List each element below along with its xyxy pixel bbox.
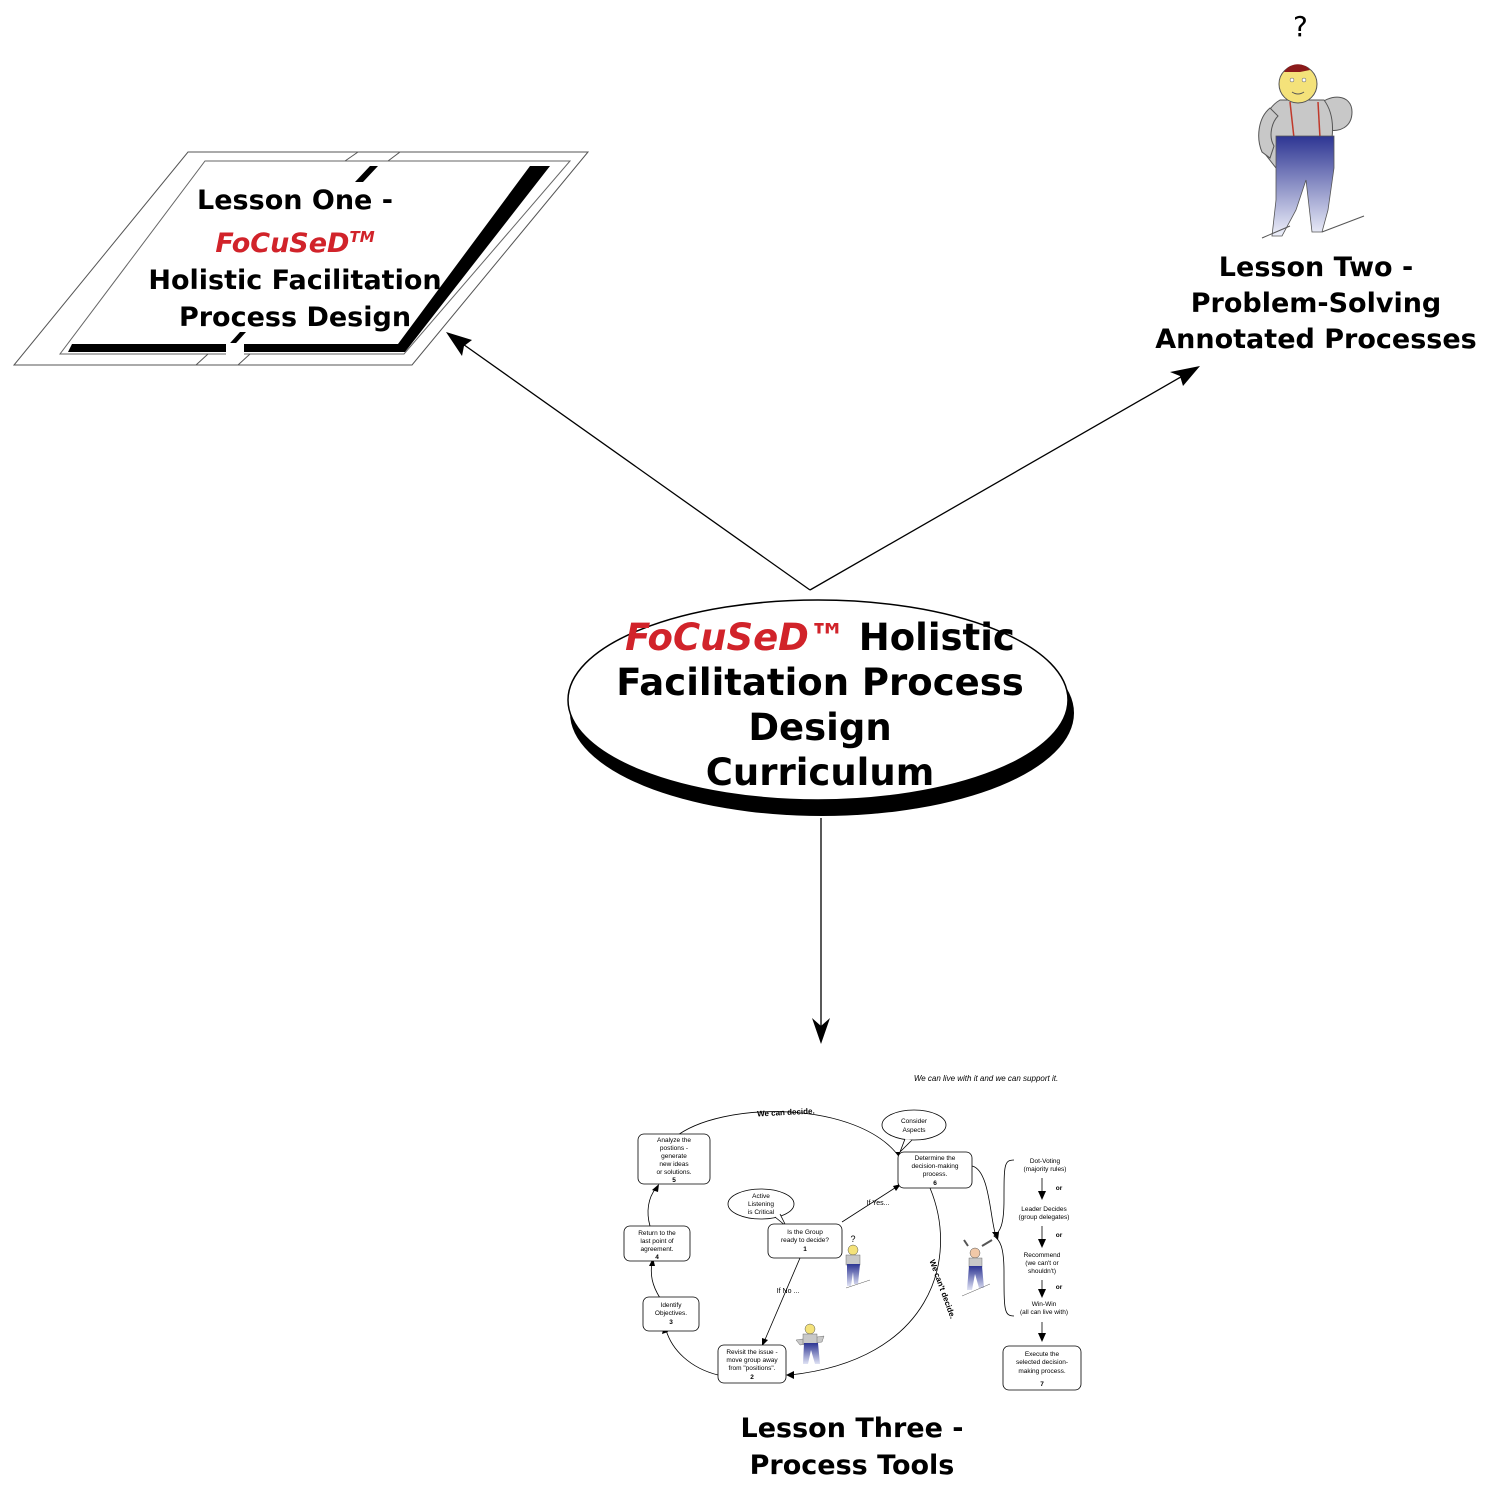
small-thinking-figure: ? bbox=[845, 1234, 871, 1289]
label-we-cant-decide: We can't decide. bbox=[927, 1258, 957, 1320]
active-listening-bubble: Active Listening is Critical bbox=[727, 1188, 795, 1227]
small-cheering-figure bbox=[961, 1239, 993, 1297]
lesson-two-line3: Annotated Processes bbox=[1155, 324, 1477, 355]
center-title-line2: Facilitation Process bbox=[616, 661, 1024, 704]
svg-text:postions -: postions - bbox=[660, 1145, 688, 1152]
label-if-no: If No ... bbox=[777, 1288, 800, 1295]
svg-text:or: or bbox=[1056, 1232, 1063, 1239]
svg-text:Is the Group: Is the Group bbox=[787, 1229, 823, 1236]
lesson-three-line2: Process Tools bbox=[749, 1450, 955, 1481]
center-ellipse bbox=[567, 599, 1074, 816]
center-line1-rest: Holistic bbox=[845, 616, 1015, 659]
svg-text:or: or bbox=[1056, 1185, 1063, 1192]
svg-text:Objectives.: Objectives. bbox=[655, 1310, 687, 1317]
step-5-box: Analyze the postions - generate new idea… bbox=[637, 1133, 711, 1185]
svg-text:(we can't or: (we can't or bbox=[1025, 1260, 1059, 1267]
label-we-can-decide: We can decide. bbox=[757, 1107, 815, 1119]
svg-text:ready to decide?: ready to decide? bbox=[781, 1237, 829, 1244]
svg-text:Determine the: Determine the bbox=[915, 1155, 956, 1162]
lesson-one-line4: Process Design bbox=[178, 302, 412, 333]
svg-text:Return to the: Return to the bbox=[638, 1230, 676, 1237]
step-3-box: Identify Objectives. 3 bbox=[642, 1296, 700, 1332]
svg-text:Consider: Consider bbox=[901, 1118, 928, 1125]
center-title-line1: FoCuSeD™ Holistic bbox=[570, 615, 1070, 660]
svg-text:Aspects: Aspects bbox=[902, 1127, 926, 1134]
lesson-two-question-mark: ? bbox=[1293, 10, 1308, 43]
center-title-line3: Design bbox=[748, 706, 892, 749]
consider-aspects-bubble: Consider Aspects bbox=[881, 1109, 947, 1153]
center-title-line4: Curriculum bbox=[705, 751, 935, 794]
lesson-one-brand-line: FoCuSeDTM bbox=[140, 219, 450, 262]
step-7-box: Execute the selected decision- making pr… bbox=[1002, 1345, 1082, 1391]
options-brace bbox=[993, 1159, 1015, 1317]
svg-text:shouldn't): shouldn't) bbox=[1028, 1268, 1056, 1275]
arrow-to-lesson-one bbox=[446, 332, 811, 591]
label-if-yes: If Yes... bbox=[867, 1200, 890, 1207]
svg-text:Win-Win: Win-Win bbox=[1032, 1301, 1057, 1308]
svg-text:Identify: Identify bbox=[661, 1302, 683, 1309]
lesson-one-brand: FoCuSeD bbox=[215, 228, 350, 259]
lesson-two-title: Lesson Two - Problem-Solving Annotated P… bbox=[1140, 250, 1492, 358]
svg-text:last point of: last point of bbox=[640, 1238, 673, 1245]
svg-text:6: 6 bbox=[933, 1180, 937, 1187]
svg-text:generate: generate bbox=[661, 1153, 687, 1160]
arc-we-can-decide bbox=[673, 1111, 901, 1159]
svg-text:process.: process. bbox=[923, 1171, 948, 1178]
lesson-one-tm: TM bbox=[349, 228, 375, 246]
thinking-man-figure bbox=[1258, 64, 1365, 239]
arc-we-cant-decide bbox=[789, 1187, 941, 1376]
svg-text:new ideas: new ideas bbox=[659, 1161, 689, 1168]
svg-text:1: 1 bbox=[803, 1246, 807, 1253]
lesson-two-line1: Lesson Two - bbox=[1218, 252, 1414, 283]
svg-text:decision-making: decision-making bbox=[912, 1163, 959, 1170]
decision-options: Dot-Voting (majority rules) or Leader De… bbox=[1019, 1158, 1070, 1342]
svg-text:Active: Active bbox=[752, 1193, 770, 1200]
small-pointing-figure bbox=[795, 1323, 825, 1364]
lesson-one-line1: Lesson One - bbox=[197, 185, 393, 216]
step-4-box: Return to the last point of agreement. 4 bbox=[623, 1225, 691, 1262]
lesson-one-line3: Holistic Facilitation bbox=[148, 265, 442, 296]
center-brand: FoCuSeD™ bbox=[625, 616, 846, 659]
svg-text:or: or bbox=[1056, 1284, 1063, 1291]
svg-text:Listening: Listening bbox=[748, 1201, 774, 1208]
lesson-three-line1: Lesson Three - bbox=[740, 1413, 964, 1444]
svg-text:from "positions".: from "positions". bbox=[729, 1365, 776, 1372]
step-2-box: Revisit the issue - move group away from… bbox=[717, 1344, 787, 1384]
arrow-to-lesson-two bbox=[809, 366, 1200, 591]
svg-text:7: 7 bbox=[1040, 1381, 1044, 1388]
arrow-to-lesson-three bbox=[812, 818, 830, 1044]
svg-text:Execute the: Execute the bbox=[1025, 1351, 1060, 1358]
svg-text:selected decision-: selected decision- bbox=[1016, 1359, 1068, 1366]
svg-text:4: 4 bbox=[655, 1254, 659, 1261]
svg-text:Revisit the issue -: Revisit the issue - bbox=[726, 1349, 777, 1356]
svg-text:(majority rules): (majority rules) bbox=[1024, 1166, 1067, 1173]
lesson-three-title: Lesson Three - Process Tools bbox=[700, 1410, 1004, 1484]
top-note: We can live with it and we can support i… bbox=[914, 1074, 1058, 1083]
svg-text:(group delegates): (group delegates) bbox=[1019, 1214, 1070, 1221]
svg-text:or solutions.: or solutions. bbox=[656, 1169, 691, 1176]
svg-text:3: 3 bbox=[669, 1319, 673, 1326]
svg-text:2: 2 bbox=[750, 1374, 754, 1381]
step-1-box: Is the Group ready to decide? 1 bbox=[767, 1223, 843, 1259]
lesson-one-parallelogram bbox=[12, 151, 590, 366]
step-6-box: Determine the decision-making process. 6 bbox=[897, 1151, 973, 1189]
svg-text:(all can live with): (all can live with) bbox=[1020, 1309, 1068, 1316]
svg-text:5: 5 bbox=[672, 1177, 676, 1184]
lesson-one-title: Lesson One - FoCuSeDTM Holistic Facilita… bbox=[140, 182, 450, 336]
center-title: FoCuSeD™ Holistic Facilitation Process D… bbox=[570, 615, 1070, 795]
lesson-two-line2: Problem-Solving bbox=[1190, 288, 1442, 319]
svg-text:is Critical: is Critical bbox=[748, 1209, 775, 1216]
svg-text:Leader Decides: Leader Decides bbox=[1021, 1206, 1067, 1213]
svg-text:Analyze the: Analyze the bbox=[657, 1137, 691, 1144]
svg-text:move group away: move group away bbox=[726, 1357, 778, 1364]
svg-text:?: ? bbox=[850, 1234, 855, 1244]
svg-text:making process.: making process. bbox=[1018, 1368, 1066, 1375]
svg-text:agreement.: agreement. bbox=[641, 1246, 674, 1253]
svg-text:Recommend: Recommend bbox=[1024, 1252, 1061, 1259]
svg-text:Dot-Voting: Dot-Voting bbox=[1030, 1158, 1061, 1165]
